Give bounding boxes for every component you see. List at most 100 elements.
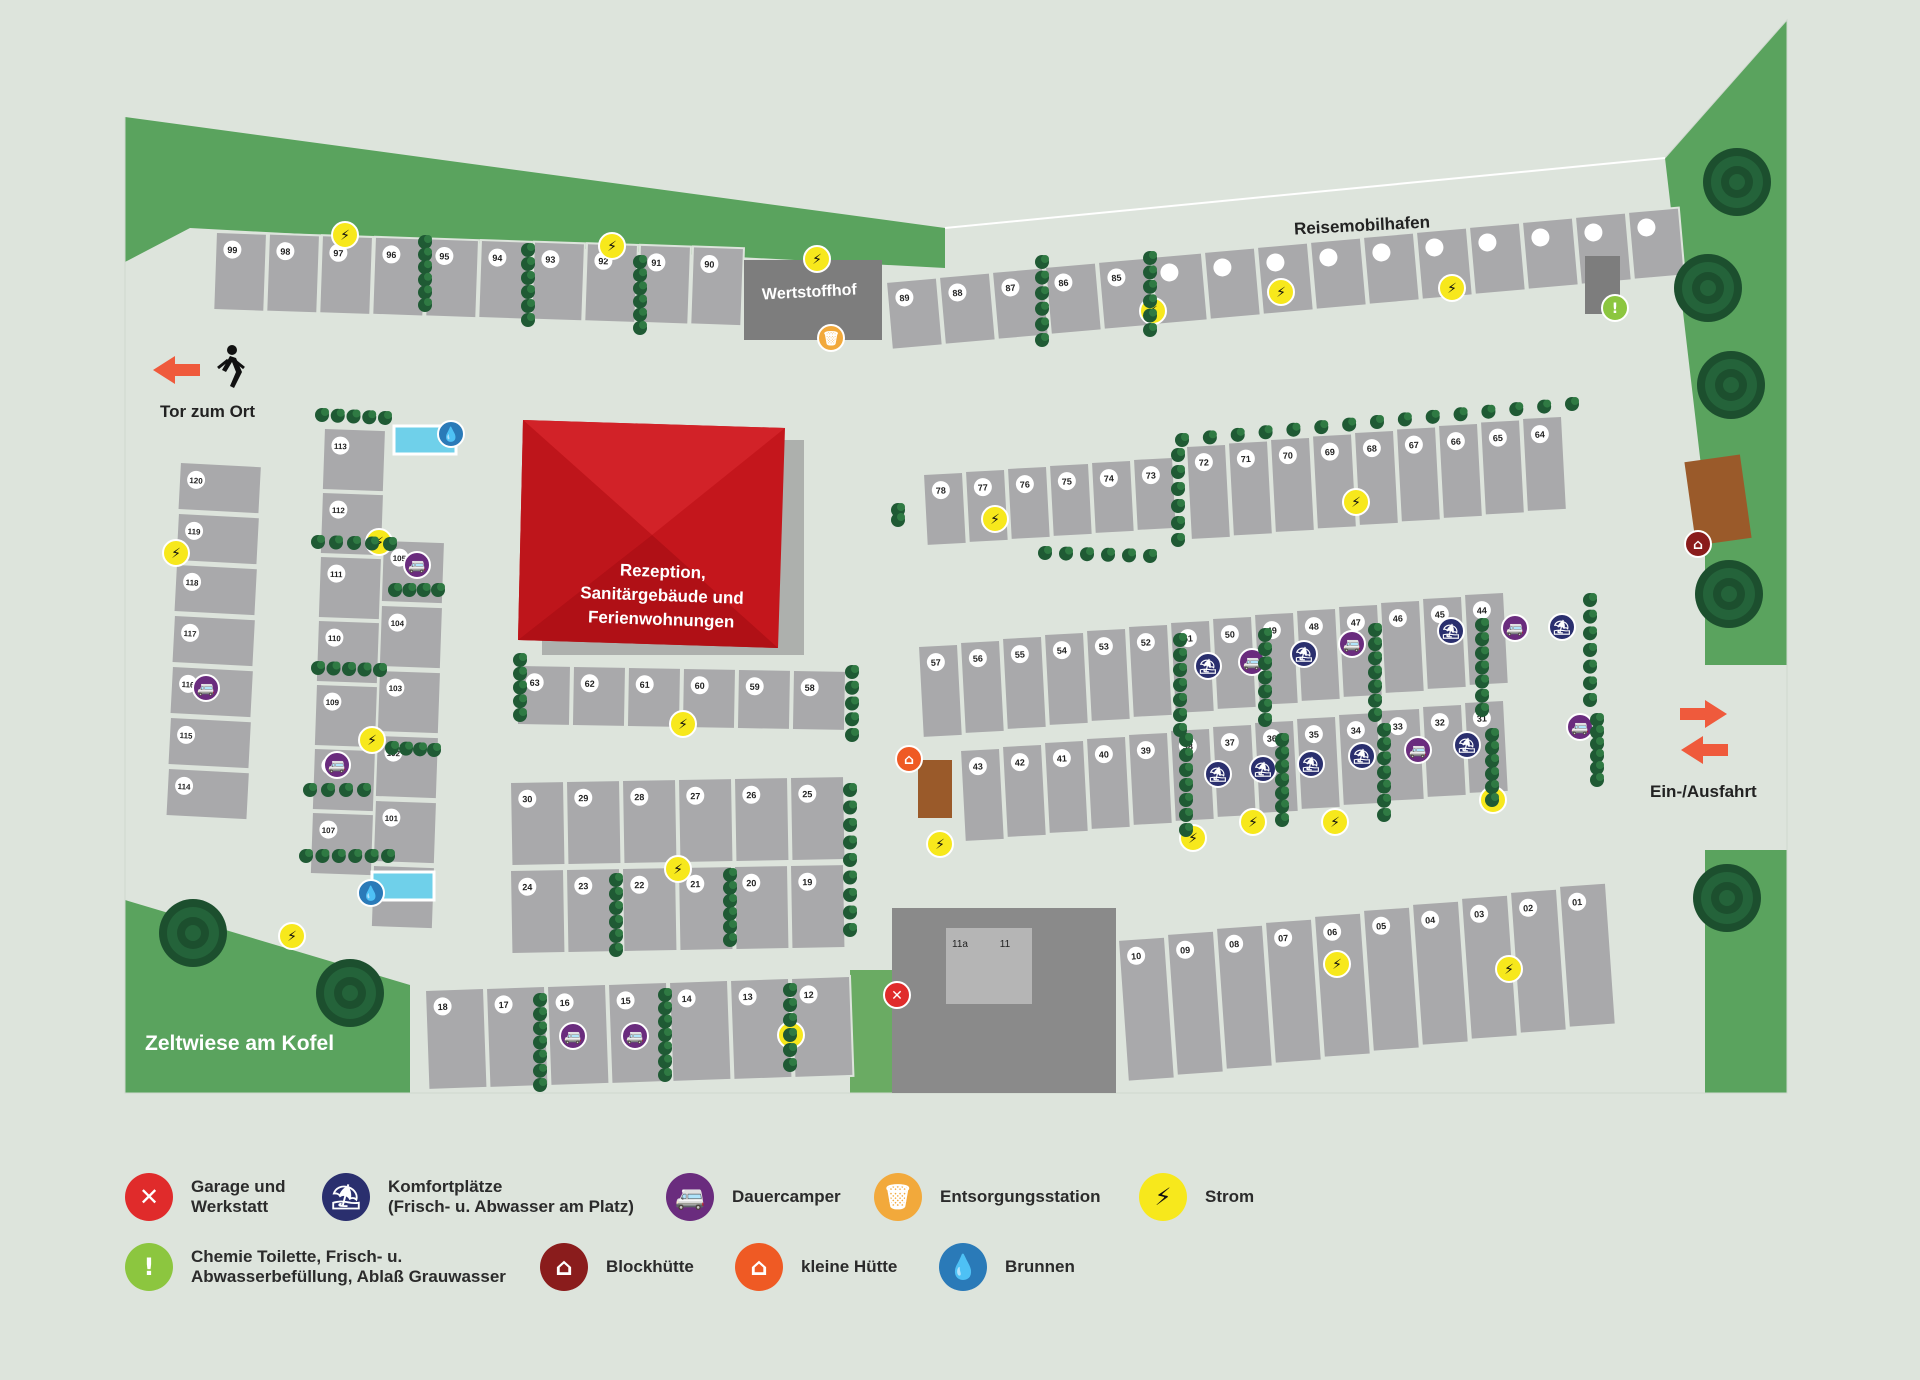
lightning-icon: ⚡ [1323, 950, 1351, 978]
pitch-20[interactable]: 20 [732, 864, 791, 952]
pitch-26[interactable]: 26 [732, 776, 791, 864]
pitch-117[interactable]: 117 [170, 613, 257, 669]
pitch-71[interactable]: 71 [1226, 439, 1274, 538]
pitch-119[interactable]: 119 [174, 511, 261, 567]
pitch-114[interactable]: 114 [164, 766, 251, 822]
pitch-48[interactable]: 48 [1294, 606, 1342, 703]
pitch-88[interactable]: 88 [937, 271, 997, 346]
pitch-[interactable] [1202, 246, 1262, 321]
pitch-95[interactable]: 95 [424, 237, 481, 320]
pitch-13[interactable]: 13 [728, 976, 794, 1081]
pitch-06[interactable]: 06 [1312, 911, 1372, 1059]
pitch-59[interactable]: 59 [735, 667, 793, 731]
pitch-number: 35 [1309, 729, 1320, 740]
pitch-115[interactable]: 115 [166, 715, 253, 771]
pitch-22[interactable]: 22 [620, 866, 679, 954]
pitch-74[interactable]: 74 [1089, 458, 1136, 535]
pitch-number: 10 [1131, 951, 1142, 962]
pitch-98[interactable]: 98 [265, 232, 322, 315]
pitch-07[interactable]: 07 [1263, 917, 1323, 1065]
pitch-96[interactable]: 96 [371, 235, 428, 318]
lightning-icon: ⚡ [331, 221, 359, 249]
pitch-14[interactable]: 14 [667, 978, 733, 1083]
pitch-62[interactable]: 62 [570, 664, 628, 728]
pitch-103[interactable]: 103 [375, 668, 442, 736]
pitch-02[interactable]: 02 [1508, 887, 1568, 1035]
pitch-42[interactable]: 42 [1000, 742, 1048, 839]
house-icon: ⌂ [540, 1243, 588, 1291]
pitch-55[interactable]: 55 [1000, 634, 1048, 731]
pitch-43[interactable]: 43 [958, 746, 1006, 843]
pitch-111[interactable]: 111 [316, 554, 383, 622]
pitch-113[interactable]: 113 [320, 426, 387, 494]
pitch-10[interactable]: 10 [1116, 935, 1176, 1083]
pitch-77[interactable]: 77 [963, 467, 1010, 544]
pitch-70[interactable]: 70 [1268, 435, 1316, 534]
pitch-90[interactable]: 90 [689, 245, 746, 328]
pitch-63[interactable]: 63 [515, 663, 573, 727]
pitch-17[interactable]: 17 [484, 984, 550, 1089]
pitch-61[interactable]: 61 [625, 665, 683, 729]
ein-ausfahrt-label[interactable]: Ein-/Ausfahrt [1650, 782, 1757, 801]
pitch-41[interactable]: 41 [1042, 738, 1090, 835]
pitch-29[interactable]: 29 [564, 779, 623, 867]
pitch-60[interactable]: 60 [680, 666, 738, 730]
pitch-87[interactable]: 87 [990, 266, 1050, 341]
pitch-04[interactable]: 04 [1410, 899, 1470, 1047]
zeltwiese-label: Zeltwiese am Kofel [145, 1032, 335, 1055]
pitch-89[interactable]: 89 [884, 276, 944, 351]
pitch-107[interactable]: 107 [308, 810, 375, 878]
pitch-27[interactable]: 27 [676, 777, 735, 865]
pitch-73[interactable]: 73 [1131, 455, 1178, 532]
pitch-56[interactable]: 56 [958, 638, 1006, 735]
pitch-[interactable] [1308, 236, 1368, 311]
pitch-12[interactable]: 12 [789, 974, 855, 1079]
svg-text:🚐: 🚐 [1343, 637, 1360, 653]
pitch-54[interactable]: 54 [1042, 630, 1090, 727]
pitch-46[interactable]: 46 [1378, 598, 1426, 695]
pitch-18[interactable]: 18 [423, 986, 489, 1091]
pitch-[interactable] [1467, 221, 1527, 296]
pitch-05[interactable]: 05 [1361, 905, 1421, 1053]
pitch-19[interactable]: 19 [788, 863, 847, 951]
tor-zum-ort-label[interactable]: Tor zum Ort [160, 402, 256, 421]
pitch-01[interactable]: 01 [1557, 881, 1617, 1029]
pitch-58[interactable]: 58 [790, 668, 848, 732]
pitch-65[interactable]: 65 [1478, 418, 1526, 517]
pitch-99[interactable]: 99 [212, 230, 269, 313]
pitch-09[interactable]: 09 [1165, 929, 1225, 1077]
legend-item-kleine_huette: ⌂kleine Hütte [735, 1243, 897, 1291]
pitch-118[interactable]: 118 [172, 562, 259, 618]
pitch-75[interactable]: 75 [1047, 461, 1094, 538]
pitch-30[interactable]: 30 [508, 780, 567, 868]
svg-text:🚐: 🚐 [1409, 743, 1426, 759]
pitch-101[interactable]: 101 [371, 798, 438, 866]
pitch-21[interactable]: 21 [676, 865, 735, 953]
pitch-64[interactable]: 64 [1520, 414, 1568, 513]
pitch-57[interactable]: 57 [916, 642, 964, 739]
pitch-76[interactable]: 76 [1005, 464, 1052, 541]
svg-text:⚡: ⚡ [1351, 495, 1361, 511]
pitch-53[interactable]: 53 [1084, 626, 1132, 723]
pitch-120[interactable]: 120 [176, 460, 263, 516]
pitch-104[interactable]: 104 [377, 603, 444, 671]
pitch-66[interactable]: 66 [1436, 421, 1484, 520]
pitch-[interactable] [1361, 231, 1421, 306]
pitch-39[interactable]: 39 [1126, 730, 1174, 827]
pitch-78[interactable]: 78 [921, 470, 968, 547]
pitch-number: 77 [978, 482, 989, 493]
pitch-24[interactable]: 24 [508, 868, 567, 956]
pitch-[interactable] [1626, 206, 1686, 281]
pitch-40[interactable]: 40 [1084, 734, 1132, 831]
pitch-[interactable] [1520, 216, 1580, 291]
pitch-69[interactable]: 69 [1310, 432, 1358, 531]
pitch-52[interactable]: 52 [1126, 622, 1174, 719]
pitch-93[interactable]: 93 [530, 240, 587, 323]
pitch-25[interactable]: 25 [788, 775, 847, 863]
pitch-86[interactable]: 86 [1043, 261, 1103, 336]
pitch-72[interactable]: 72 [1184, 442, 1232, 541]
pitch-08[interactable]: 08 [1214, 923, 1274, 1071]
pitch-number: 52 [1141, 637, 1152, 648]
pitch-28[interactable]: 28 [620, 778, 679, 866]
pitch-67[interactable]: 67 [1394, 425, 1442, 524]
